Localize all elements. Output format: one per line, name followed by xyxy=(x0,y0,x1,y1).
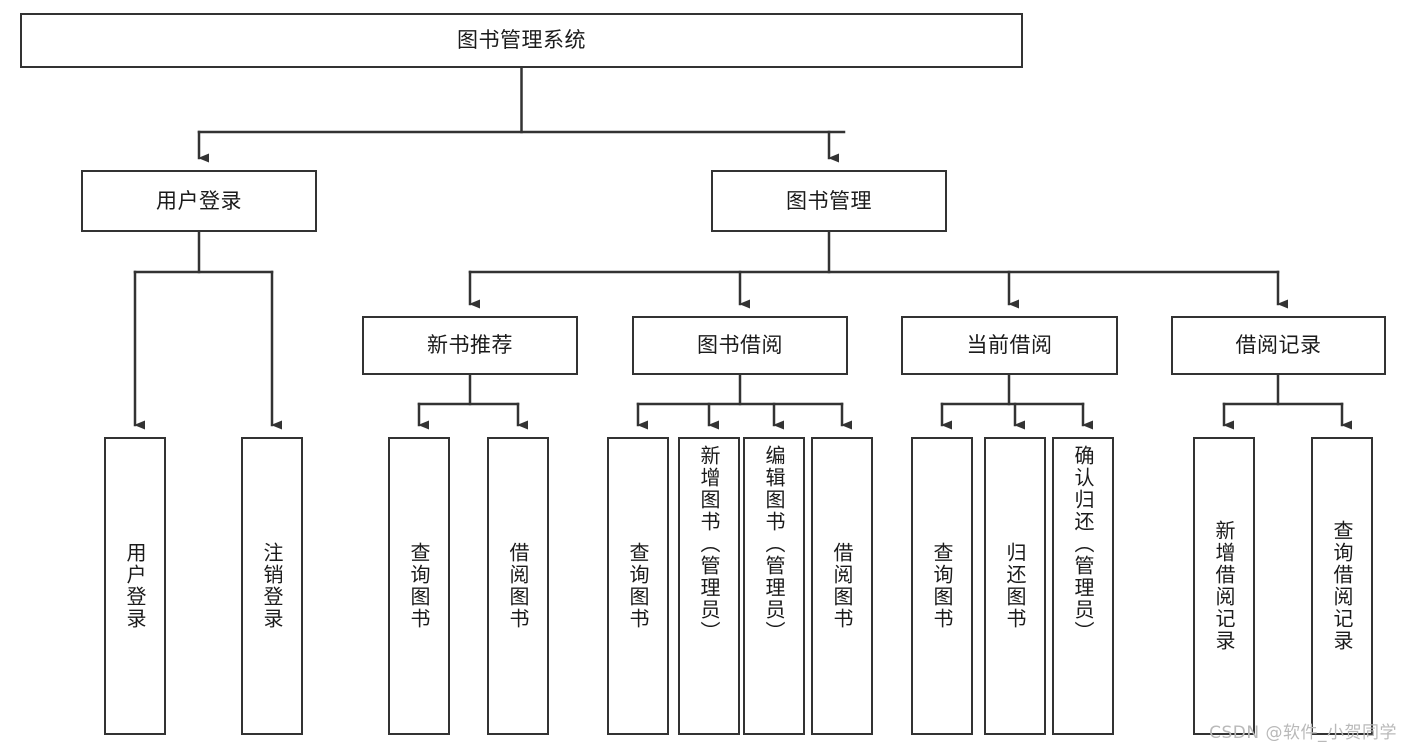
node-leaf-add-borrow-record[interactable]: 新增借阅记录 xyxy=(1193,437,1255,735)
node-leaf-user-logout-label: 注销登录 xyxy=(260,542,284,630)
node-leaf-edit-book-label: 编辑图书（管理员） xyxy=(762,445,786,643)
node-leaf-user-login[interactable]: 用户登录 xyxy=(104,437,166,735)
node-leaf-query-book-2[interactable]: 查询图书 xyxy=(607,437,669,735)
node-leaf-add-book-label: 新增图书（管理员） xyxy=(697,445,721,643)
node-book-borrow[interactable]: 图书借阅 xyxy=(632,316,848,375)
node-new-book-recommend-label: 新书推荐 xyxy=(427,333,513,358)
node-leaf-confirm-return[interactable]: 确认归还（管理员） xyxy=(1052,437,1114,735)
node-leaf-user-login-label: 用户登录 xyxy=(123,542,147,630)
node-book-borrow-label: 图书借阅 xyxy=(697,333,783,358)
connector-lines xyxy=(133,66,1352,430)
node-book-manage-label: 图书管理 xyxy=(786,188,872,213)
node-borrow-record[interactable]: 借阅记录 xyxy=(1171,316,1386,375)
node-user-login[interactable]: 用户登录 xyxy=(81,170,317,232)
node-root-label: 图书管理系统 xyxy=(457,28,586,53)
node-leaf-edit-book[interactable]: 编辑图书（管理员） xyxy=(743,437,805,735)
node-leaf-query-book-3-label: 查询图书 xyxy=(930,542,954,630)
node-root[interactable]: 图书管理系统 xyxy=(20,13,1023,68)
node-leaf-borrow-book-1-label: 借阅图书 xyxy=(506,542,530,630)
node-borrow-record-label: 借阅记录 xyxy=(1235,333,1322,358)
node-leaf-return-book-label: 归还图书 xyxy=(1003,542,1027,630)
node-leaf-borrow-book-2[interactable]: 借阅图书 xyxy=(811,437,873,735)
node-user-login-label: 用户登录 xyxy=(156,188,242,213)
node-leaf-query-book-2-label: 查询图书 xyxy=(626,542,650,630)
node-leaf-query-book-1[interactable]: 查询图书 xyxy=(388,437,450,735)
node-leaf-query-book-3[interactable]: 查询图书 xyxy=(911,437,973,735)
node-current-borrow[interactable]: 当前借阅 xyxy=(901,316,1118,375)
node-leaf-query-book-1-label: 查询图书 xyxy=(407,542,431,630)
node-leaf-user-logout[interactable]: 注销登录 xyxy=(241,437,303,735)
node-leaf-add-book[interactable]: 新增图书（管理员） xyxy=(678,437,740,735)
node-new-book-recommend[interactable]: 新书推荐 xyxy=(362,316,578,375)
csdn-watermark: CSDN @软件_小贺同学 xyxy=(1209,723,1397,743)
node-book-manage[interactable]: 图书管理 xyxy=(711,170,947,232)
node-leaf-return-book[interactable]: 归还图书 xyxy=(984,437,1046,735)
node-leaf-add-borrow-record-label: 新增借阅记录 xyxy=(1212,520,1236,652)
node-leaf-borrow-book-2-label: 借阅图书 xyxy=(830,542,854,630)
node-leaf-confirm-return-label: 确认归还（管理员） xyxy=(1071,445,1095,643)
node-leaf-borrow-book-1[interactable]: 借阅图书 xyxy=(487,437,549,735)
node-leaf-query-borrow-record[interactable]: 查询借阅记录 xyxy=(1311,437,1373,735)
node-current-borrow-label: 当前借阅 xyxy=(966,333,1053,358)
node-leaf-query-borrow-record-label: 查询借阅记录 xyxy=(1330,520,1354,652)
